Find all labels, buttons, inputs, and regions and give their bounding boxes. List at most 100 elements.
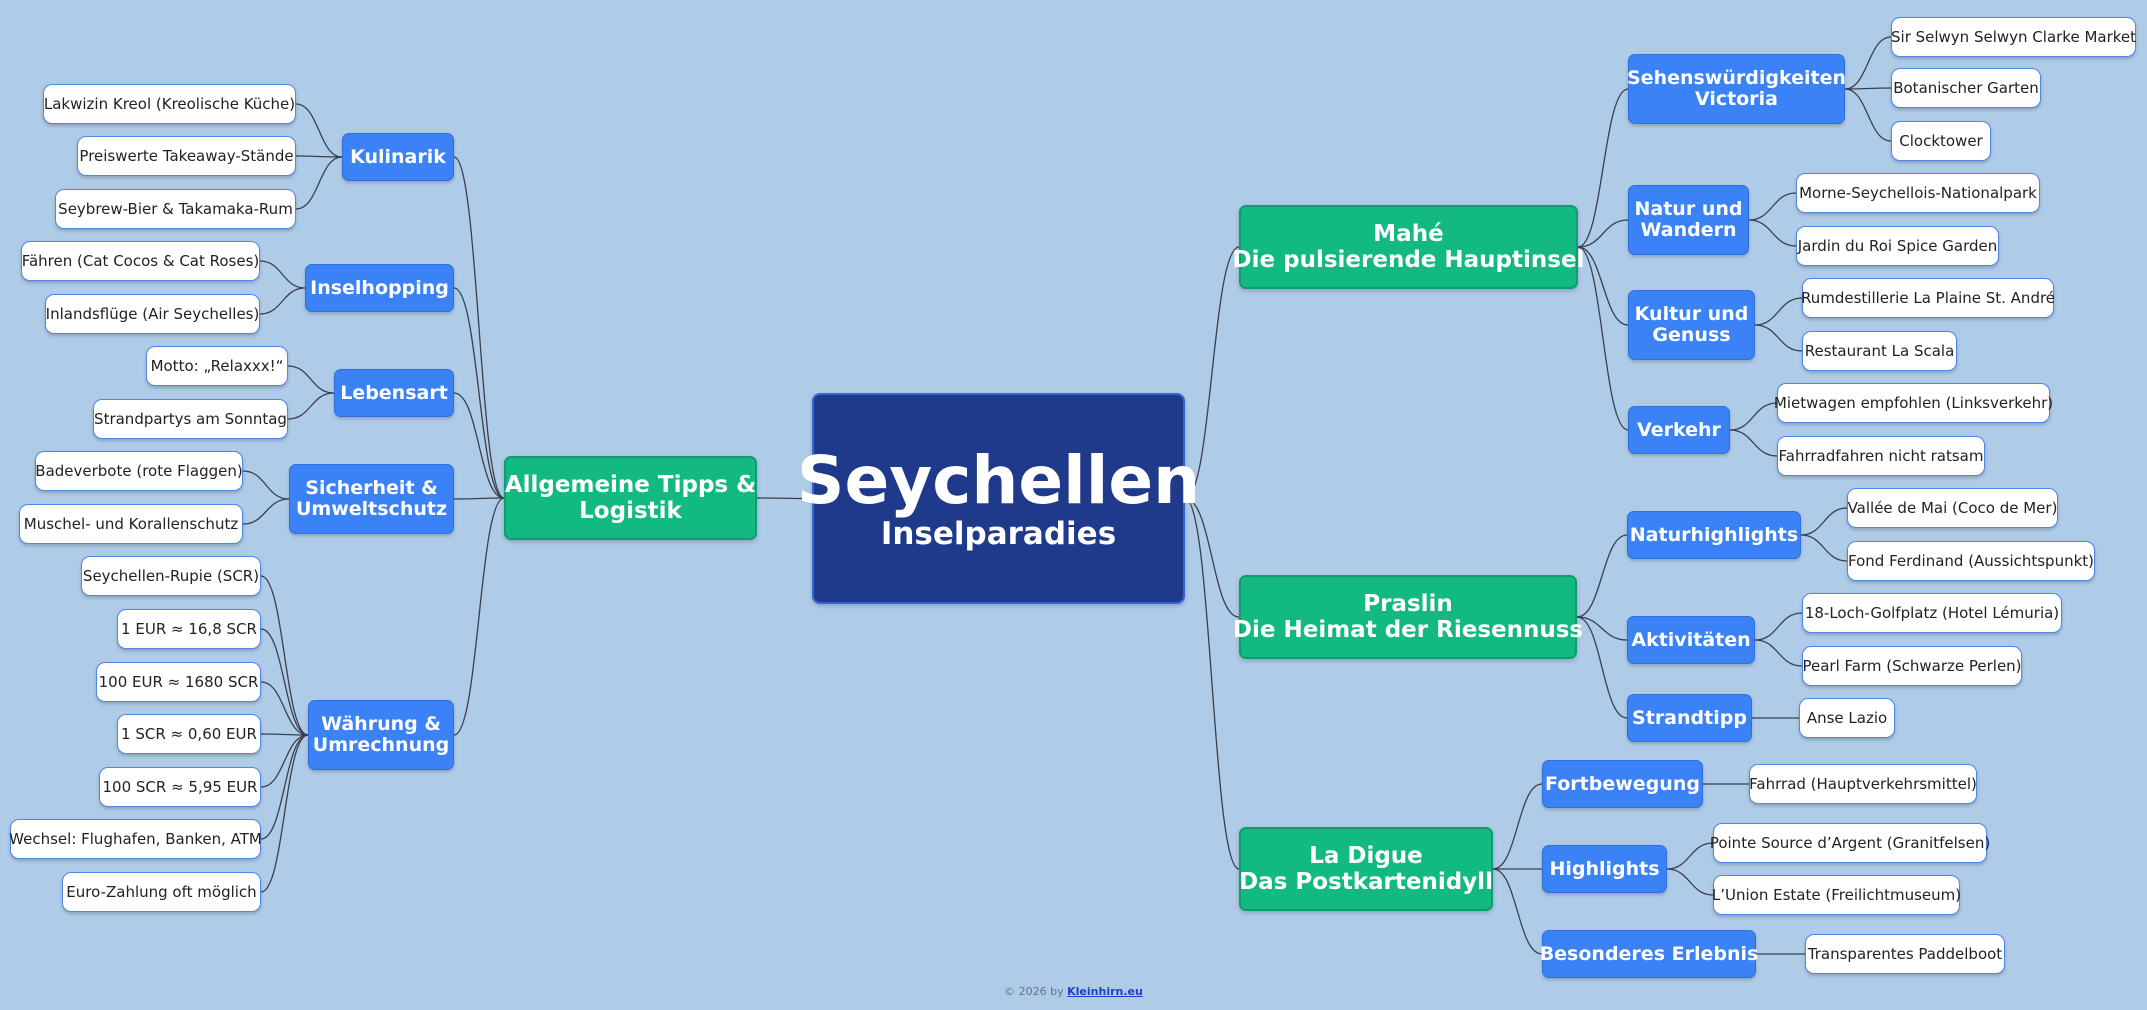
node-naturhighlights-label: Naturhighlights xyxy=(1629,523,1799,546)
connector-line xyxy=(260,681,309,736)
leaf-label: 1 SCR ≈ 0,60 EUR xyxy=(121,725,257,743)
leaf-label: Fahrradfahren nicht ratsam xyxy=(1778,447,1984,465)
connector-line xyxy=(287,392,335,420)
leaf-label: Inlandsflüge (Air Seychelles) xyxy=(45,305,260,323)
leaf-label: Pointe Source d’Argent (Granitfelsen) xyxy=(1709,834,1991,852)
leaf-label: 100 EUR ≈ 1680 SCR xyxy=(98,673,259,691)
leaf-node: Euro-Zahlung oft möglich xyxy=(62,872,261,912)
node-allgemeine-tipps-line2: Logistik xyxy=(579,498,682,524)
footer-prefix: © 2026 by xyxy=(1004,985,1064,998)
node-sicherheit-line2: Umweltschutz xyxy=(295,498,448,520)
leaf-node: Fahrrad (Hauptverkehrsmittel) xyxy=(1749,764,1977,804)
node-highlights: Highlights xyxy=(1542,845,1667,893)
node-allgemeine-tipps-line1: Allgemeine Tipps & xyxy=(504,472,757,498)
node-waehrung: Währung & Umrechnung xyxy=(308,700,454,770)
connector-line xyxy=(453,497,505,736)
leaf-label: Preiswerte Takeaway-Stände xyxy=(79,147,294,165)
footer-link[interactable]: Kleinhirn.eu xyxy=(1067,985,1143,998)
connector-line xyxy=(260,734,309,788)
node-la-digue: La Digue Das Postkartenidyll xyxy=(1239,827,1493,911)
node-waehrung-line1: Währung & xyxy=(321,713,441,735)
leaf-node: 1 EUR ≈ 16,8 SCR xyxy=(117,609,261,649)
leaf-label: Wechsel: Flughafen, Banken, ATM xyxy=(9,830,262,848)
connector-line xyxy=(1492,868,1543,955)
connector-line xyxy=(1576,534,1628,618)
node-sehenswuerdigkeiten-line2: Victoria xyxy=(1695,88,1778,110)
leaf-node: Pearl Farm (Schwarze Perlen) xyxy=(1802,646,2022,686)
leaf-label: Badeverbote (rote Flaggen) xyxy=(35,462,243,480)
leaf-label: Morne-Seychellois-Nationalpark xyxy=(1799,184,2037,202)
connector-line xyxy=(260,734,309,893)
node-sicherheit-line1: Sicherheit & xyxy=(305,477,438,499)
leaf-label: Strandpartys am Sonntag xyxy=(94,410,287,428)
node-kultur-genuss-line1: Kultur und xyxy=(1634,303,1749,325)
node-strandtipp-label: Strandtipp xyxy=(1632,706,1747,729)
node-la-digue-line1: La Digue xyxy=(1309,843,1423,869)
node-besonderes-erlebnis: Besonderes Erlebnis xyxy=(1540,930,1758,978)
leaf-node: 18-Loch-Golfplatz (Hotel Lémuria) xyxy=(1802,593,2062,633)
leaf-node: Anse Lazio xyxy=(1799,698,1895,738)
connector-line xyxy=(1577,88,1629,248)
connector-line xyxy=(1492,783,1543,870)
connector-line xyxy=(260,734,309,840)
leaf-node: Wechsel: Flughafen, Banken, ATM xyxy=(9,819,262,859)
leaf-node: Jardin du Roi Spice Garden xyxy=(1796,226,1999,266)
node-waehrung-line2: Umrechnung xyxy=(312,734,450,756)
leaf-node: L’Union Estate (Freilichtmuseum) xyxy=(1712,875,1961,915)
connector-line xyxy=(1754,297,1803,326)
leaf-label: Sir Selwyn Selwyn Clarke Market xyxy=(1891,28,2137,46)
node-inselhopping: Inselhopping xyxy=(305,264,454,312)
node-sehenswuerdigkeiten: Sehenswürdigkeiten Victoria xyxy=(1627,54,1846,124)
leaf-label: Muschel- und Korallenschutz xyxy=(23,515,239,533)
connector-line xyxy=(1577,219,1629,248)
leaf-node: Restaurant La Scala xyxy=(1802,331,1957,371)
leaf-label: Rumdestillerie La Plaine St. André xyxy=(1800,289,2056,307)
leaf-label: Botanischer Garten xyxy=(1893,79,2039,97)
node-aktivitaeten: Aktivitäten xyxy=(1627,616,1755,664)
leaf-node: 1 SCR ≈ 0,60 EUR xyxy=(117,714,261,754)
node-kultur-genuss-line2: Genuss xyxy=(1652,324,1731,346)
node-allgemeine-tipps: Allgemeine Tipps & Logistik xyxy=(504,456,757,540)
leaf-node: Botanischer Garten xyxy=(1891,68,2041,108)
connector-line xyxy=(295,156,343,210)
connector-line xyxy=(1666,868,1714,896)
node-kulinarik-label: Kulinarik xyxy=(350,145,446,168)
node-naturhighlights: Naturhighlights xyxy=(1627,511,1801,559)
connector-line xyxy=(1576,616,1628,719)
leaf-node: Rumdestillerie La Plaine St. André xyxy=(1800,278,2056,318)
connector-line xyxy=(259,260,306,289)
leaf-node: Clocktower xyxy=(1891,121,1991,161)
connector-line xyxy=(260,575,309,736)
leaf-label: 18-Loch-Golfplatz (Hotel Lémuria) xyxy=(1804,604,2060,622)
leaf-label: Pearl Farm (Schwarze Perlen) xyxy=(1802,657,2022,675)
leaf-label: Transparentes Paddelboot xyxy=(1807,945,2003,963)
connector-line xyxy=(295,103,343,158)
leaf-label: Clocktower xyxy=(1899,132,1983,150)
leaf-node: Preiswerte Takeaway-Stände xyxy=(77,136,296,176)
node-lebensart: Lebensart xyxy=(334,369,454,417)
connector-line xyxy=(1577,246,1629,431)
node-highlights-label: Highlights xyxy=(1549,857,1660,880)
leaf-label: Lakwizin Kreol (Kreolische Küche) xyxy=(43,95,296,113)
node-fortbewegung-label: Fortbewegung xyxy=(1545,772,1700,795)
leaf-node: Vallée de Mai (Coco de Mer) xyxy=(1847,488,2058,528)
node-fortbewegung: Fortbewegung xyxy=(1542,760,1703,808)
connector-line xyxy=(1184,246,1240,500)
leaf-label: Anse Lazio xyxy=(1806,709,1888,727)
leaf-node: Fond Ferdinand (Aussichtspunkt) xyxy=(1847,541,2095,581)
node-praslin-line1: Praslin xyxy=(1363,591,1453,617)
connector-line xyxy=(1666,842,1714,870)
connector-line xyxy=(1184,497,1240,618)
leaf-node: Badeverbote (rote Flaggen) xyxy=(35,451,243,491)
node-sicherheit: Sicherheit & Umweltschutz xyxy=(289,464,454,534)
leaf-label: Seybrew-Bier & Takamaka-Rum xyxy=(58,200,293,218)
connector-line xyxy=(1729,429,1778,457)
leaf-node: 100 SCR ≈ 5,95 EUR xyxy=(99,767,261,807)
connector-line xyxy=(1729,402,1778,431)
connector-line xyxy=(1800,507,1848,536)
leaf-label: Vallée de Mai (Coco de Mer) xyxy=(1847,499,2058,517)
footer-credit: © 2026 by Kleinhirn.eu xyxy=(0,985,2147,998)
leaf-node: Motto: „Relaxxx!“ xyxy=(146,346,288,386)
node-mahe: Mahé Die pulsierende Hauptinsel xyxy=(1233,205,1584,289)
node-la-digue-line2: Das Postkartenidyll xyxy=(1239,869,1493,895)
